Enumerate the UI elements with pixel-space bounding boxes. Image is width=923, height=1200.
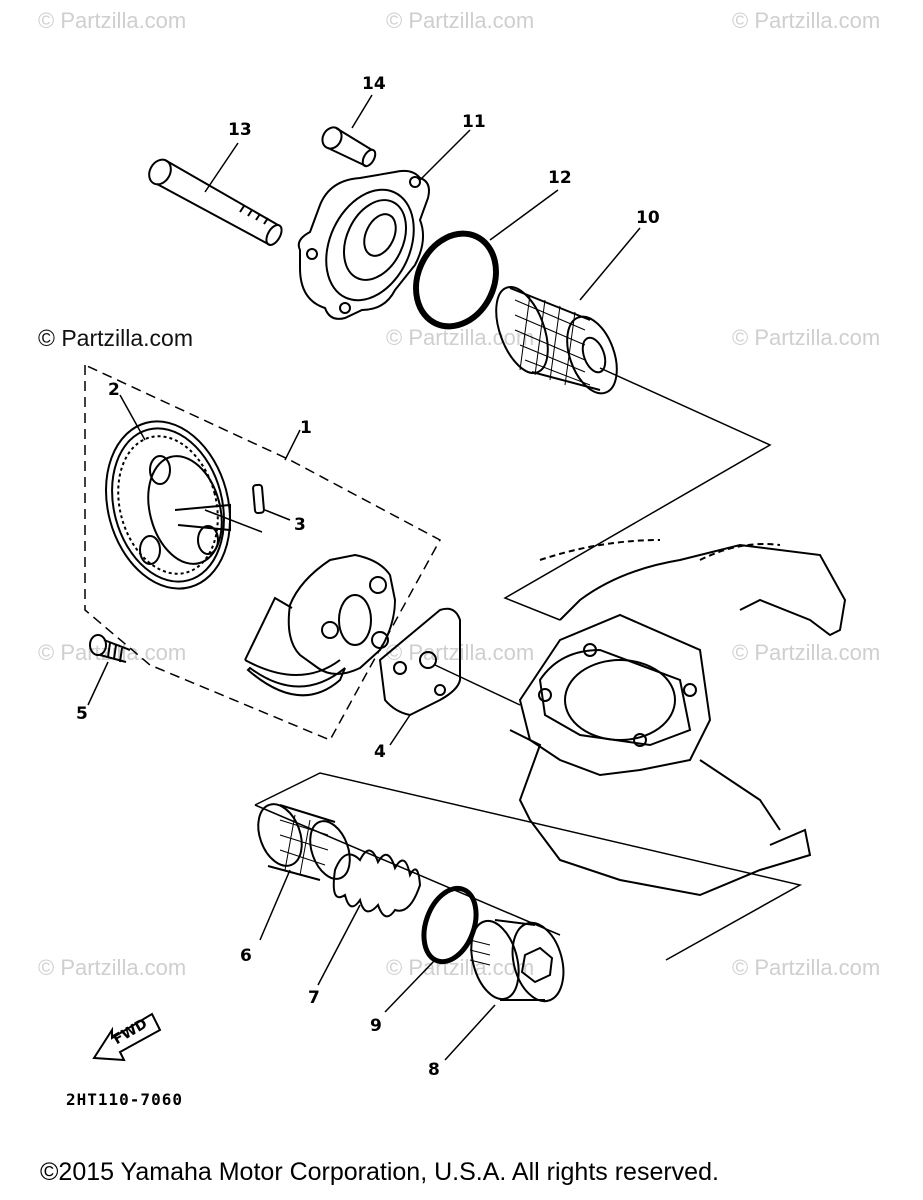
part-7-spring — [317, 849, 422, 986]
watermark: © Partzilla.com — [38, 325, 193, 351]
callout-3: 3 — [294, 515, 306, 535]
watermark: © Partzilla.com — [732, 8, 881, 33]
callout-2: 2 — [108, 380, 120, 400]
callout-13: 13 — [228, 120, 252, 140]
watermark: © Partzilla.com — [732, 325, 881, 350]
part-9-o-ring — [384, 885, 479, 1013]
part-13-long-bolt — [148, 158, 283, 246]
watermark: © Partzilla.com — [38, 955, 187, 980]
fwd-arrow-icon — [92, 1012, 162, 1062]
watermark: © Partzilla.com — [386, 325, 535, 350]
watermark: © Partzilla.com — [732, 955, 881, 980]
callout-6: 6 — [240, 946, 252, 966]
callout-5: 5 — [76, 704, 88, 724]
watermark: © Partzilla.com — [386, 8, 535, 33]
part-4-gasket — [378, 607, 521, 746]
callout-14: 14 — [362, 74, 386, 94]
callout-4: 4 — [374, 742, 386, 762]
part-14-short-bolt — [321, 126, 377, 168]
oil-pump-body — [244, 553, 397, 697]
part-6-strainer — [257, 803, 351, 941]
engine-crankcase — [509, 539, 847, 897]
callout-12: 12 — [548, 168, 572, 188]
part-2-gear — [105, 420, 231, 590]
callout-9: 9 — [370, 1016, 382, 1036]
watermark: © Partzilla.com — [732, 640, 881, 665]
watermark: © Partzilla.com — [386, 955, 535, 980]
callout-7: 7 — [308, 988, 320, 1008]
callout-11: 11 — [462, 112, 486, 132]
part-12-o-ring — [413, 230, 499, 330]
callout-1: 1 — [300, 418, 312, 438]
part-10-oil-filter — [495, 286, 618, 395]
part-8-drain-plug — [444, 919, 565, 1061]
copyright-notice: ©2015 Yamaha Motor Corporation, U.S.A. A… — [40, 1158, 719, 1186]
watermark: © Partzilla.com — [38, 8, 187, 33]
part-5-screw — [87, 634, 131, 706]
part-11-filter-cover — [297, 169, 430, 320]
callout-8: 8 — [428, 1060, 440, 1080]
callout-10: 10 — [636, 208, 660, 228]
part-3-pin — [204, 483, 291, 533]
diagram-code: 2HT110-7060 — [66, 1090, 183, 1109]
